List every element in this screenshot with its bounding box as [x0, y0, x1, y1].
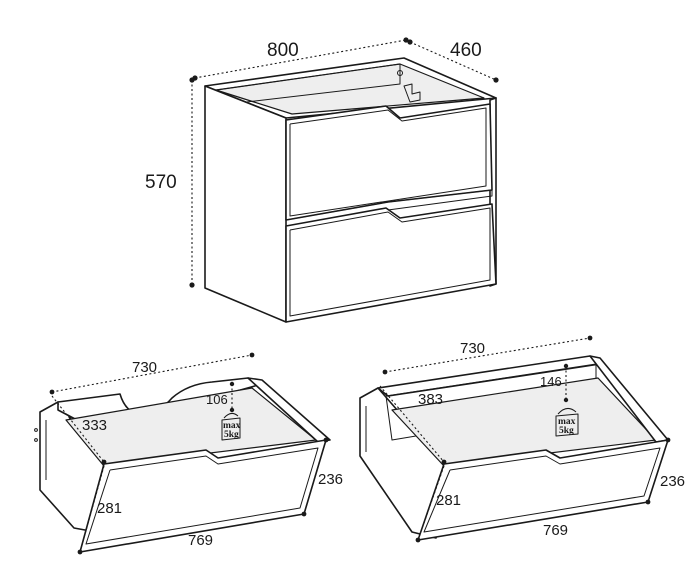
- dim-end-dot: [77, 549, 83, 555]
- drawer-left-width-label: 730: [132, 359, 157, 376]
- cabinet-left-side: [204, 85, 287, 323]
- badge-handle: [223, 412, 239, 419]
- dim-end-dot: [382, 369, 388, 375]
- drawer-right-depth-line: [379, 385, 445, 463]
- dim-end-dot: [493, 77, 499, 83]
- dim-end-dot: [323, 437, 329, 443]
- dim-end-dot: [229, 407, 235, 413]
- dim-end-dot: [403, 37, 409, 43]
- cabinet-height-label: 570: [145, 172, 177, 193]
- drawer-left-cutout-label: 106: [206, 392, 228, 407]
- dim-end-dot: [441, 459, 447, 465]
- badge-handle: [557, 408, 577, 415]
- badge-line2: 5kg: [559, 426, 574, 436]
- drawer-right-width-label: 730: [460, 340, 485, 357]
- cabinet-upper-drawer-inset: [289, 107, 487, 217]
- dim-end-dot: [189, 282, 195, 288]
- drawer-left-hole: [34, 428, 38, 432]
- badge-box: [555, 413, 579, 437]
- drawer-left-front-inset: [85, 447, 319, 545]
- dim-end-dot: [645, 499, 651, 505]
- drawer-left-load-badge: max 5kg: [221, 412, 241, 441]
- drawer-right-side-height-label: 281: [436, 492, 461, 509]
- drawer-left-front-height-label: 236: [318, 471, 343, 488]
- cabinet-width-label: 800: [267, 40, 299, 61]
- badge-box: [221, 417, 241, 441]
- drawer-left-front-height-line: [303, 439, 327, 515]
- drawer-right-dimensions: 730 383 146 236 281 769: [379, 335, 685, 543]
- drawer-left-dimensions: 730 333 106 236 281 769: [49, 352, 343, 555]
- dim-end-dot: [665, 437, 671, 443]
- dim-end-dot: [415, 537, 421, 543]
- dim-end-dot: [229, 381, 235, 387]
- cabinet-lower-drawer-front: [285, 203, 497, 323]
- dim-end-dot: [249, 352, 255, 358]
- cabinet-upper-drawer-front: [285, 103, 493, 221]
- drawer-right: max 5kg: [359, 355, 669, 541]
- cabinet-depth-dimension: 460: [407, 39, 499, 83]
- drawer-right-front-inset: [423, 447, 661, 533]
- dim-end-dot: [407, 39, 413, 45]
- dim-end-dot: [587, 335, 593, 341]
- drawer-right-front-height-line: [647, 439, 669, 503]
- cabinet-depth-line: [409, 41, 497, 81]
- dim-end-dot: [101, 459, 107, 465]
- drawer-right-depth-label: 383: [418, 391, 443, 408]
- cabinet-depth-label: 460: [450, 40, 482, 61]
- dim-end-dot: [563, 363, 569, 369]
- drawer-right-inner-height-label: 146: [540, 374, 562, 389]
- cabinet-bracket: [403, 83, 421, 103]
- dim-end-dot: [189, 77, 195, 83]
- badge-line1: max: [558, 417, 576, 427]
- drawer-left-right-panel: [247, 377, 331, 443]
- cabinet: [204, 57, 497, 323]
- cabinet-hole: [397, 70, 403, 76]
- drawer-left-front-width-label: 769: [188, 532, 213, 549]
- cabinet-height-dimension: 570: [145, 77, 195, 288]
- drawer-left: max 5kg: [34, 377, 331, 553]
- dim-end-dot: [563, 397, 569, 403]
- dim-end-dot: [301, 511, 307, 517]
- badge-line1: max: [223, 421, 241, 431]
- drawer-left-side-height-label: 281: [97, 500, 122, 517]
- drawer-left-hole: [34, 438, 38, 442]
- drawer-right-front-width-label: 769: [543, 522, 568, 539]
- badge-line2: 5kg: [224, 430, 239, 440]
- drawer-left-side-height-line: [79, 465, 105, 553]
- drawer-left-depth-line: [51, 395, 105, 463]
- drawer-left-depth-label: 333: [82, 417, 107, 434]
- drawer-right-load-badge: max 5kg: [555, 408, 579, 437]
- drawer-right-front-height-label: 236: [660, 473, 685, 490]
- cabinet-lower-drawer-inset: [289, 207, 491, 317]
- drawer-right-width-line: [384, 337, 591, 373]
- dim-end-dot: [49, 389, 55, 395]
